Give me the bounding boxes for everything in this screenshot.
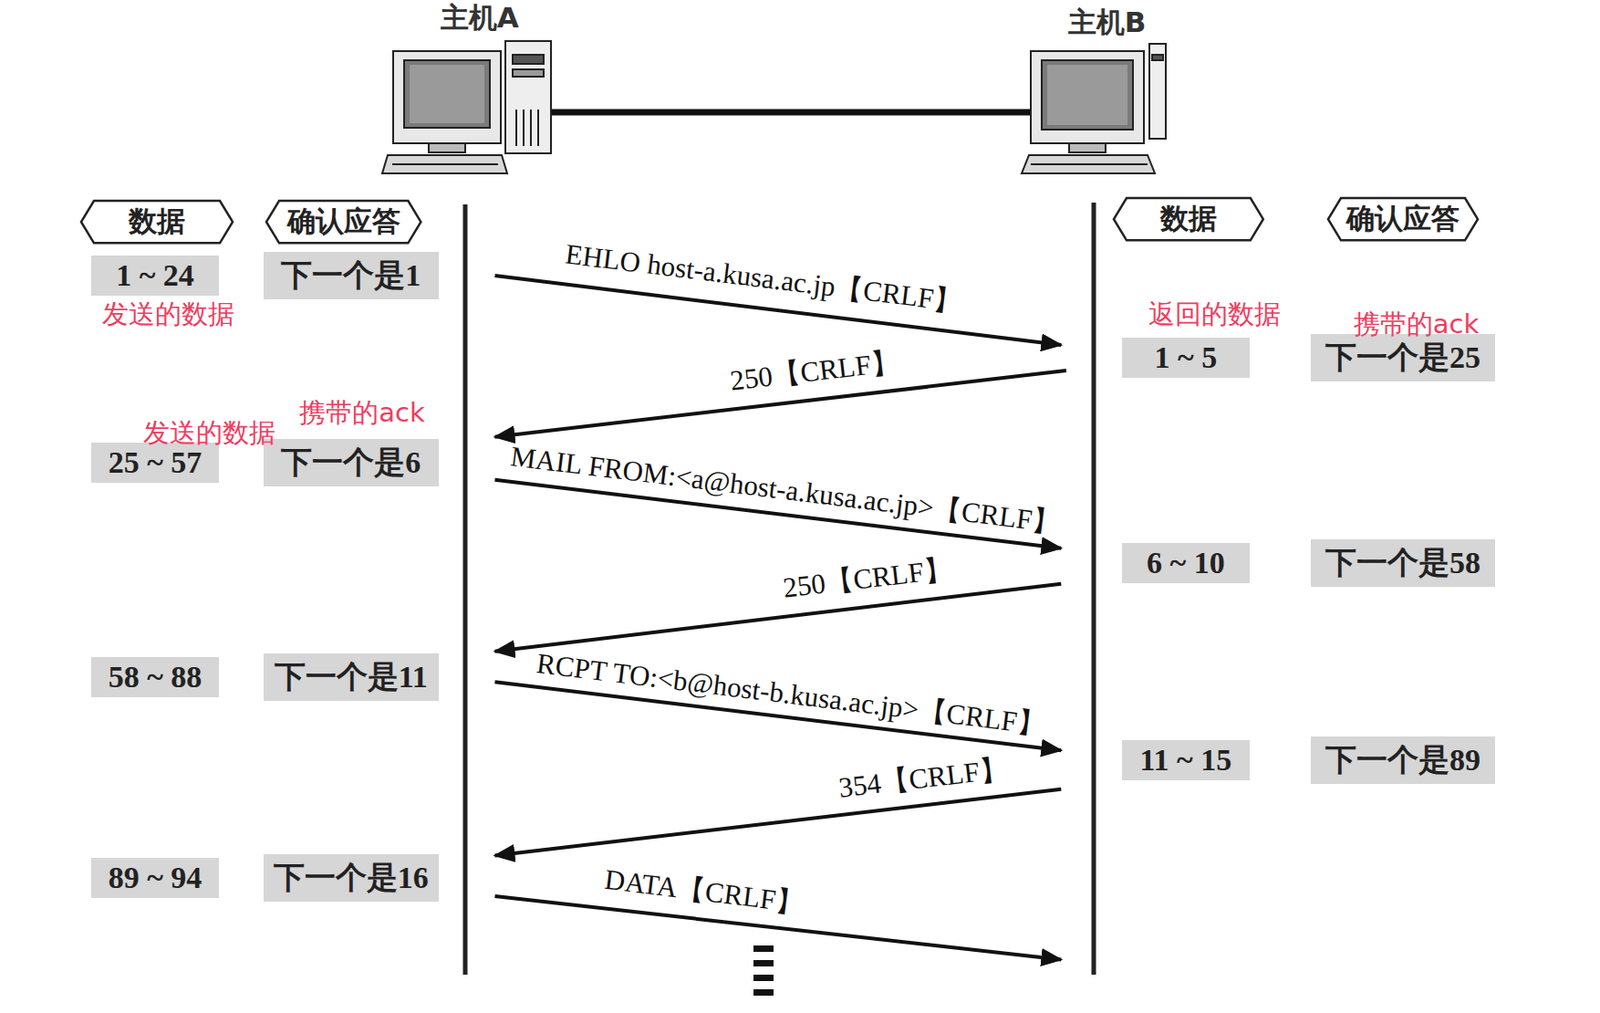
cell-text: 下一个是25 xyxy=(1325,336,1481,379)
host-name: 主机A xyxy=(440,0,520,38)
cell-text: 下一个是6 xyxy=(280,441,421,484)
cell-text: 下一个是89 xyxy=(1325,738,1481,781)
cell-text: 25 ~ 57 xyxy=(108,445,203,480)
header-text: 数据 xyxy=(128,202,186,241)
sequence-cell: 58 ~ 88 xyxy=(91,656,219,697)
annotation-note: 返回的数据 xyxy=(1148,296,1281,333)
annotation-note: 携带的ack xyxy=(1353,306,1480,343)
cell-text: 下一个是1 xyxy=(280,254,421,297)
cell-text: 89 ~ 94 xyxy=(108,860,203,895)
column-header-tag: 确认应答 xyxy=(1326,196,1480,242)
cell-text: 下一个是58 xyxy=(1325,541,1481,584)
sequence-cell: 1 ~ 24 xyxy=(91,255,219,296)
cell-text: 1 ~ 24 xyxy=(115,258,195,293)
sequence-cell: 下一个是1 xyxy=(263,251,439,300)
column-header-tag: 数据 xyxy=(79,198,235,245)
sequence-cell: 下一个是58 xyxy=(1310,539,1495,587)
column-header-tag: 数据 xyxy=(1111,196,1266,242)
cell-text: 58 ~ 88 xyxy=(108,659,203,695)
message-arrow xyxy=(495,583,1062,652)
sequence-cell: 89 ~ 94 xyxy=(91,857,219,898)
cell-text: 1 ~ 5 xyxy=(1153,340,1217,375)
host-b-computer xyxy=(1021,43,1166,174)
annotation-note: 发送的数据 xyxy=(143,415,276,452)
sequence-cell: 1 ~ 5 xyxy=(1122,337,1250,378)
annotation-note: 发送的数据 xyxy=(102,296,235,333)
sequence-cell: 下一个是11 xyxy=(263,653,439,701)
sequence-cell: 下一个是89 xyxy=(1310,736,1495,784)
host-name: 主机B xyxy=(1068,3,1147,42)
sequence-cell: 下一个是25 xyxy=(1310,333,1495,382)
network-cable xyxy=(547,109,1033,116)
sequence-cell: 下一个是16 xyxy=(263,853,439,902)
header-text: 确认应答 xyxy=(287,202,401,241)
timeline xyxy=(463,204,468,975)
cell-text: 11 ~ 15 xyxy=(1139,742,1232,778)
cell-text: 下一个是16 xyxy=(273,856,429,899)
continuation-dashes xyxy=(753,945,774,996)
message-arrow xyxy=(495,789,1062,856)
sequence-cell: 下一个是6 xyxy=(263,438,439,487)
cell-text: 下一个是11 xyxy=(274,655,428,698)
header-text: 确认应答 xyxy=(1346,199,1460,239)
annotation-note: 携带的ack xyxy=(299,394,426,432)
timeline xyxy=(1091,202,1097,975)
header-text: 数据 xyxy=(1160,199,1217,239)
cell-text: 6 ~ 10 xyxy=(1146,545,1226,581)
sequence-cell: 11 ~ 15 xyxy=(1122,739,1250,780)
host-a-computer xyxy=(382,41,551,174)
sequence-cell: 6 ~ 10 xyxy=(1122,542,1250,583)
column-header-tag: 确认应答 xyxy=(264,198,423,245)
